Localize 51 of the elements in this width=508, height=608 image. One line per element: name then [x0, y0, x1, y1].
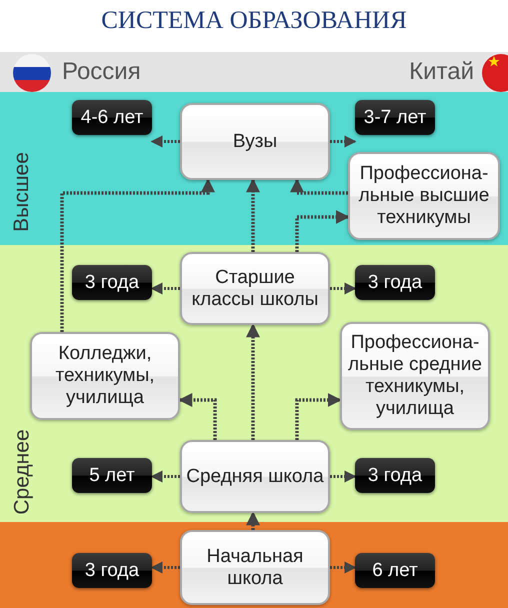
stage-text: Колледжи, техникумы, училища	[54, 343, 156, 409]
stage-box	[348, 152, 500, 240]
dotted-arrow	[330, 470, 356, 482]
stage-box	[30, 332, 180, 420]
dotted-arrow	[150, 562, 180, 574]
country-label: Китай	[409, 58, 474, 86]
dotted-arrow	[150, 136, 180, 148]
dotted-arrow	[330, 282, 356, 294]
dotted-arrow	[330, 562, 356, 574]
duration-text: 3-7 лет	[362, 106, 428, 128]
stage-box	[340, 322, 490, 430]
duration-text: 3 года	[366, 272, 424, 294]
duration-text: 5 лет	[88, 464, 136, 486]
duration-text: 3 года	[366, 464, 424, 486]
dotted-arrow	[246, 178, 260, 252]
duration-badge	[72, 265, 152, 300]
duration-badge	[72, 100, 152, 135]
duration-badge	[72, 553, 152, 588]
stage-box	[180, 252, 330, 325]
dotted-arrow	[330, 136, 356, 148]
duration-badge	[355, 100, 435, 135]
duration-badge	[355, 265, 435, 300]
duration-badge	[355, 458, 435, 493]
dotted-arrow	[290, 178, 348, 195]
title: СИСТЕМА ОБРАЗОВАНИЯ	[100, 7, 408, 35]
dotted-arrow	[246, 323, 260, 440]
stage-text: Профессиона- льные средние техникумы, училища	[347, 332, 483, 420]
duration-text: 3 года	[84, 272, 140, 294]
level-label: Высшее	[10, 152, 34, 232]
country-label: Россия	[62, 58, 141, 86]
stage-text: Вузы	[232, 130, 278, 152]
dotted-arrow	[150, 282, 180, 294]
dotted-arrow	[178, 393, 217, 440]
dotted-arrow	[60, 178, 215, 332]
duration-text: 4-6 лет	[80, 106, 144, 128]
stage-text: Профессиона- льные высшие техникумы	[358, 163, 490, 229]
stage-box	[180, 440, 330, 513]
level-label: Среднее	[10, 429, 35, 515]
stage-text: Средняя школа	[185, 466, 325, 488]
dotted-arrow	[295, 210, 350, 252]
duration-text: 6 лет	[371, 560, 419, 582]
stage-box	[180, 530, 330, 605]
stage-box	[180, 103, 330, 180]
duration-badge	[72, 458, 152, 493]
duration-text: 3 года	[84, 560, 140, 582]
stage-text: Старшие классы школы	[190, 266, 320, 310]
duration-badge	[355, 553, 435, 588]
dotted-arrow	[295, 393, 342, 440]
dotted-arrow	[150, 470, 180, 482]
dotted-arrow	[246, 511, 260, 530]
stage-text: Начальная школа	[206, 546, 304, 590]
